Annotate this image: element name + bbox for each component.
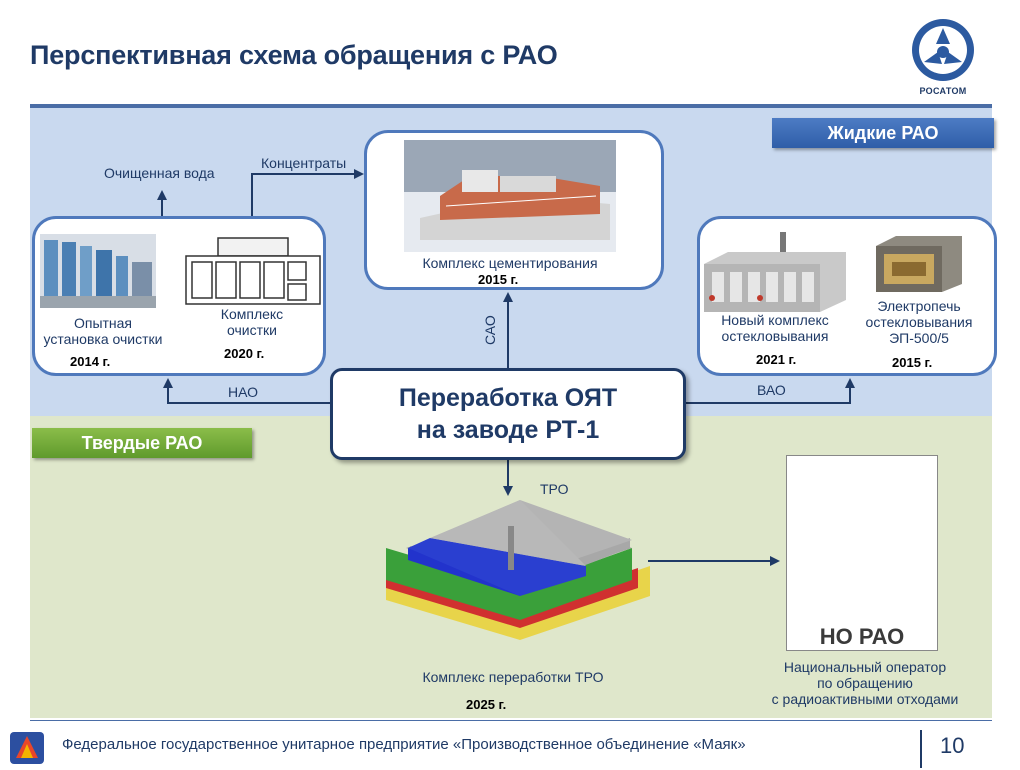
title-divider — [30, 104, 992, 108]
tro-complex-label: Комплекс переработки ТРО — [422, 669, 604, 685]
furnace-label-line2: остекловывания — [865, 314, 973, 330]
furnace-label: Электропечь остекловывания ЭП-500/5 — [856, 298, 982, 346]
page-number: 10 — [940, 733, 965, 758]
operator-label-line1: Национальный оператор — [783, 659, 947, 675]
pilot-plant-label-line2: установка очистки — [43, 331, 163, 347]
operator-label-line3: с радиоактивными отходами — [771, 691, 959, 707]
pilot-plant-label: Опытная установка очистки — [36, 315, 170, 347]
mayak-logo-icon — [8, 728, 46, 766]
spent-fuel-reprocessing-box: Переработка ОЯТ на заводе РТ-1 — [330, 368, 686, 460]
no-rao-logo-frame: НО РАО — [786, 455, 938, 651]
tro-label: ТРО — [540, 481, 569, 497]
vitrification-new-label: Новый комплекс остекловывания — [708, 312, 842, 344]
pilot-plant-label-line1: Опытная — [73, 315, 133, 331]
rosatom-logo-icon: РОСАТОМ — [910, 14, 976, 102]
furnace-label-line1: Электропечь — [877, 298, 961, 314]
cementing-label: Комплекс цементирования — [422, 255, 598, 271]
sao-label: САО — [482, 315, 498, 345]
main-box-line2: на заводе РТ-1 — [416, 416, 600, 444]
footer-text: Федеральное государственное унитарное пр… — [62, 736, 746, 753]
concentrates-label: Концентраты — [261, 155, 347, 171]
nao-label: НАО — [228, 384, 259, 400]
cementing-year: 2015 г. — [478, 272, 519, 287]
vao-label: ВАО — [757, 382, 786, 398]
footer-separator — [920, 730, 922, 768]
pilot-plant-image — [40, 234, 156, 308]
cleaning-complex-year: 2020 г. — [224, 346, 265, 361]
page-title: Перспективная схема обращения с РАО — [30, 40, 558, 70]
cleaning-complex-label-line2: очистки — [227, 322, 277, 338]
liquid-waste-tag: Жидкие РАО — [772, 118, 994, 148]
vitrification-new-label-line2: остекловывания — [721, 328, 829, 344]
solid-waste-tag: Твердые РАО — [32, 428, 252, 458]
furnace-year: 2015 г. — [892, 355, 933, 370]
rosatom-logo-text: РОСАТОМ — [919, 86, 967, 96]
tro-complex-image — [386, 500, 650, 640]
cleaning-complex-label: Комплекс очистки — [204, 306, 300, 338]
vitrification-new-label-line1: Новый комплекс — [721, 312, 829, 328]
footer-divider — [30, 720, 992, 721]
furnace-label-line3: ЭП-500/5 — [889, 330, 949, 346]
concentrates-arrow — [251, 169, 364, 216]
purified-water-label: Очищенная вода — [104, 165, 215, 181]
operator-label-line2: по обращению — [817, 675, 913, 691]
vitrification-new-year: 2021 г. — [756, 352, 797, 367]
vao-arrow — [686, 378, 855, 404]
tro-complex-year: 2025 г. — [466, 697, 507, 712]
no-rao-logo-text: НО РАО — [819, 624, 905, 649]
pilot-plant-year: 2014 г. — [70, 354, 111, 369]
cementing-complex-image — [404, 140, 616, 252]
operator-label: Национальный оператор по обращению с рад… — [758, 659, 972, 707]
cleaning-complex-label-line1: Комплекс — [220, 306, 284, 322]
vitrification-complex-image — [704, 232, 846, 312]
main-box-line1: Переработка ОЯТ — [398, 384, 618, 412]
cleaning-complex-image — [185, 237, 321, 305]
nao-arrow — [163, 378, 330, 404]
furnace-image — [876, 236, 962, 292]
